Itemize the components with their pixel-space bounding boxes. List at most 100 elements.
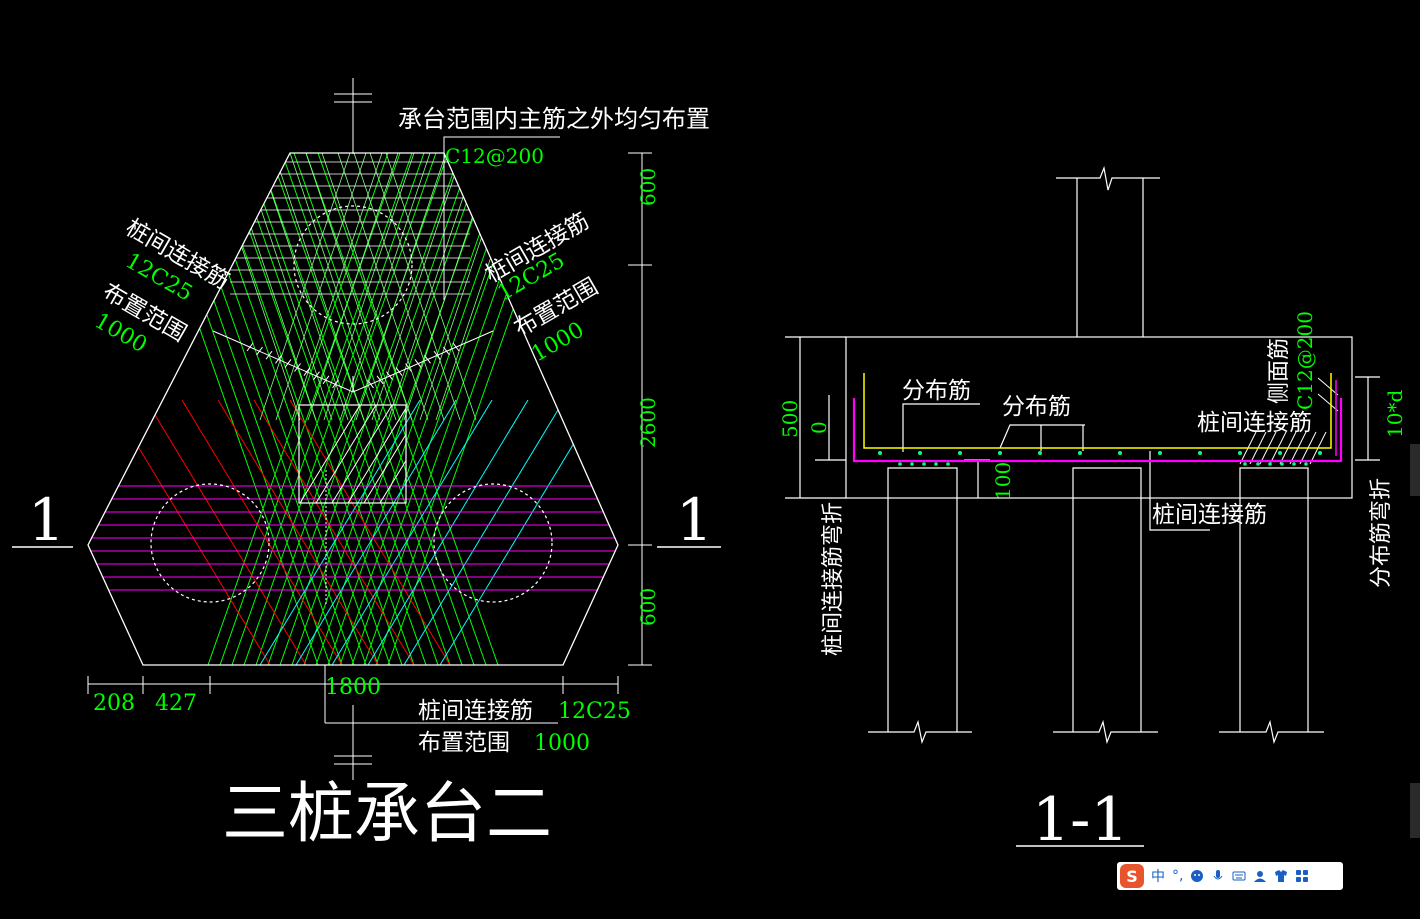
rebar-line: [291, 153, 383, 421]
leader-tick: [452, 342, 460, 352]
cap-outline: [87, 152, 619, 666]
rebar-line: [323, 153, 415, 421]
rebar-line: [109, 399, 271, 665]
rebar-line: [385, 153, 477, 421]
column-hatch-line: [299, 405, 361, 503]
dim-10d: 10*d: [1383, 390, 1407, 438]
rebar-line: [321, 153, 413, 421]
column-hatch-line: [379, 459, 406, 503]
column-hatch-line: [347, 407, 406, 503]
leader-tick: [367, 379, 374, 389]
dim-0: 0: [807, 421, 831, 434]
ime-punct-toggle[interactable]: °,: [1172, 868, 1184, 884]
rebar-line: [339, 153, 431, 421]
plan-labels: 承台范围内主筋之外均匀布置 C12@200 桩间连接筋 12C25 布置范围 1…: [28, 105, 713, 852]
rebar-dot: [910, 462, 914, 466]
user-icon[interactable]: [1253, 869, 1267, 883]
rebar-line: [375, 153, 557, 665]
rebar-hatch-green: [137, 153, 569, 665]
leader-tick: [414, 359, 422, 368]
rebar-line: [339, 153, 521, 665]
keyboard-icon[interactable]: [1232, 869, 1246, 883]
rebar-dot: [1238, 451, 1242, 455]
pile-circle-top: [293, 205, 413, 325]
rebar-line: [387, 153, 479, 421]
column-hatch-line: [363, 433, 406, 503]
rebar-line: [273, 153, 365, 421]
rebar-line: [403, 153, 495, 421]
section-1-1: [785, 165, 1380, 847]
rebar-dot: [1158, 451, 1162, 455]
rebar-dot: [1256, 462, 1260, 466]
skin-icon[interactable]: [1274, 869, 1288, 883]
rebar-dot: [1278, 451, 1282, 455]
column-outline: [298, 404, 407, 504]
leader-tick: [424, 354, 431, 364]
rebar-line: [331, 399, 493, 665]
rebar-line: [367, 399, 529, 665]
rebar-dot: [958, 451, 962, 455]
rebar-line: [185, 153, 367, 665]
scrollbar-thumb[interactable]: [1410, 444, 1420, 496]
rebar-line: [149, 153, 331, 665]
label-side-rebar: 侧面筋: [1267, 338, 1292, 404]
section-mark-left: 1: [28, 486, 65, 554]
rebar-dot: [1292, 462, 1296, 466]
rebar-line: [275, 153, 367, 421]
rebar-line: [253, 399, 415, 665]
scrollbar-thumb-lower[interactable]: [1410, 783, 1420, 838]
rebar-line: [259, 153, 351, 421]
dim-100: 100: [991, 462, 1015, 500]
leader-tick: [313, 371, 320, 381]
rebar-line: [257, 153, 439, 665]
rebar-dot: [878, 451, 882, 455]
rebar-line: [279, 153, 461, 665]
rebar-line: [245, 153, 427, 665]
rebar-line: [353, 153, 445, 421]
microphone-icon[interactable]: [1211, 869, 1225, 883]
emoji-icon[interactable]: [1190, 869, 1204, 883]
rebar-line: [255, 153, 437, 665]
rebar-line: [355, 153, 447, 421]
rebar-line: [439, 399, 601, 665]
rebar-dot: [1078, 451, 1082, 455]
rebar-dot: [1304, 462, 1308, 466]
drawing-title-left: 三桩承台二: [222, 775, 552, 852]
leader-tick: [443, 346, 450, 356]
rebar-line: [225, 153, 317, 421]
leader-tick: [275, 354, 282, 364]
rebar-dot: [1280, 462, 1284, 466]
note-top-rebar: C12@200: [445, 144, 544, 168]
column-hatch-line: [331, 405, 393, 503]
rebar-dot: [1198, 451, 1202, 455]
leader-tick: [303, 367, 311, 376]
rebar-dot: [1318, 451, 1322, 455]
dim-v-2: 2600: [636, 397, 660, 448]
leader-tick: [376, 375, 384, 385]
section-mark-right: 1: [676, 486, 713, 554]
rebar-dot: [1118, 451, 1122, 455]
column-hatch-line: [315, 405, 377, 503]
leader-tick: [405, 363, 412, 372]
drawing-title-right: 1-1: [1032, 785, 1129, 855]
rebar-dot: [1038, 451, 1042, 455]
ime-toolbar[interactable]: S 中 °,: [1117, 862, 1343, 890]
bottom-label-2: 布置范围: [418, 730, 510, 756]
pile-circle-right: [433, 483, 553, 603]
label-pile-link-bottom: 桩间连接筋: [1152, 502, 1267, 528]
sogou-logo-icon[interactable]: S: [1120, 864, 1144, 888]
rebar-line: [295, 399, 457, 665]
menu-grid-icon[interactable]: [1295, 869, 1309, 883]
rebar-line: [181, 399, 343, 665]
leader-tick: [265, 350, 273, 360]
leader-tick: [284, 359, 292, 368]
section-labels: 分布筋 分布筋 桩间连接筋 桩间连接筋 侧面筋 C12@200 桩间连接筋弯折 …: [778, 311, 1407, 855]
ime-lang-toggle[interactable]: 中: [1151, 869, 1165, 885]
rebar-line: [403, 399, 565, 665]
bottom-label-2-val: 1000: [534, 731, 590, 756]
rebar-line: [289, 153, 381, 421]
rebar-line: [197, 153, 379, 665]
rebar-line: [137, 153, 319, 665]
rebar-dot: [934, 462, 938, 466]
label-dist-bend: 分布筋弯折: [1369, 478, 1394, 588]
